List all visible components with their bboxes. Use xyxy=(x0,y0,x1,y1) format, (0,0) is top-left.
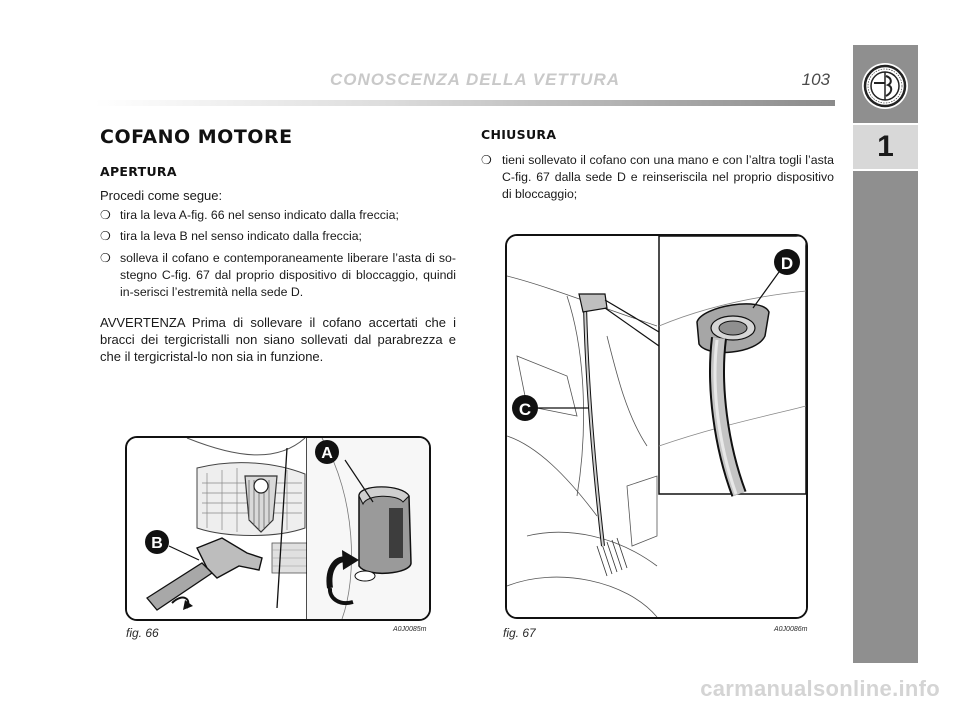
bullet-icon: ❍ xyxy=(481,153,492,167)
warning-text: AVVERTENZA Prima di sollevare il cofano … xyxy=(100,315,456,364)
list-item: solleva il cofano e contemporaneamente l… xyxy=(120,251,456,299)
list-item: tira la leva B nel senso indicato dalla … xyxy=(120,229,362,243)
callout-c-label: C xyxy=(519,400,531,419)
callout-b-label: B xyxy=(151,535,163,552)
list-item: tira la leva A-fig. 66 nel senso indicat… xyxy=(120,208,399,222)
bullet-icon: ❍ xyxy=(100,251,111,265)
bullet-icon: ❍ xyxy=(100,229,111,243)
figure-67-code: A0J0086m xyxy=(774,626,808,633)
callout-a-label: A xyxy=(321,445,333,462)
figure-67-illustration: D C xyxy=(505,234,808,619)
callout-d-label: D xyxy=(781,254,793,273)
figure-66-code: A0J0085m xyxy=(393,626,427,633)
running-header-title: CONOSCENZA DELLA VETTURA xyxy=(330,70,621,89)
watermark: carmanualsonline.info xyxy=(700,676,940,701)
bullet-icon: ❍ xyxy=(100,208,111,222)
figure-67-caption: fig. 67 xyxy=(503,626,536,640)
subheading-apertura: APERTURA xyxy=(100,164,177,179)
page-number: 103 xyxy=(801,70,830,89)
figure-66-caption: fig. 66 xyxy=(126,626,159,640)
figure-66-illustration: A B xyxy=(125,436,431,621)
header-rule xyxy=(95,100,835,106)
section-heading: COFANO MOTORE xyxy=(100,126,293,148)
list-item: tieni sollevato il cofano con una mano e… xyxy=(502,153,834,201)
chapter-number: 1 xyxy=(853,123,918,171)
alfa-romeo-logo-icon xyxy=(862,63,908,109)
subheading-chiusura: CHIUSURA xyxy=(481,127,557,142)
intro-text: Procedi come segue: xyxy=(100,188,223,203)
